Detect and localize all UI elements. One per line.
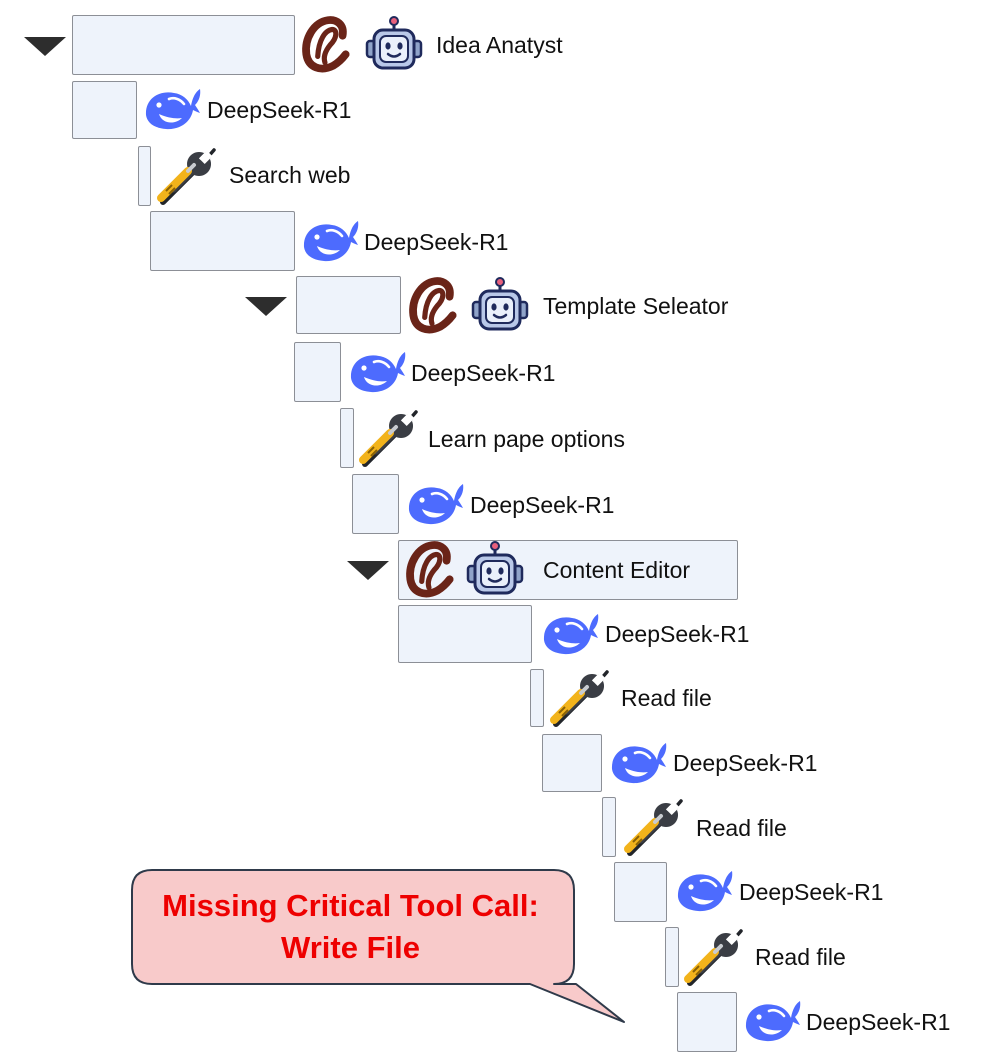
tool-label-read-file: Read file	[621, 685, 712, 711]
whale-icon	[540, 609, 600, 659]
agent-label-content-editor: Content Editor	[543, 557, 691, 583]
tool-label-search-web: Search web	[229, 162, 351, 188]
wrench-screwdriver-icon	[684, 927, 744, 987]
tool-label-learn-page-options: Learn pape options	[428, 426, 625, 452]
span-bar	[542, 734, 602, 792]
llm-label: DeepSeek-R1	[364, 229, 509, 255]
span-bar	[352, 474, 399, 534]
wrench-screwdriver-icon	[157, 146, 217, 206]
robot-icon	[465, 540, 525, 600]
robot-icon	[470, 276, 530, 336]
wrench-screwdriver-icon	[359, 408, 419, 468]
llm-label: DeepSeek-R1	[605, 621, 750, 647]
span-bar	[296, 276, 401, 334]
span-bar	[530, 669, 544, 727]
llm-label: DeepSeek-R1	[673, 750, 818, 776]
whale-icon	[608, 738, 668, 788]
whale-icon	[742, 996, 802, 1046]
span-bar	[340, 408, 354, 468]
tool-label-read-file: Read file	[696, 815, 787, 841]
whale-icon	[405, 479, 465, 529]
c-logo-icon	[407, 276, 459, 336]
wrench-screwdriver-icon	[550, 668, 610, 728]
llm-label: DeepSeek-R1	[207, 97, 352, 123]
span-bar	[665, 927, 679, 987]
span-bar-selected[interactable]	[398, 540, 738, 600]
span-bar	[677, 992, 737, 1052]
span-bar	[614, 862, 667, 922]
wrench-screwdriver-icon	[624, 797, 684, 857]
whale-icon	[300, 216, 360, 266]
collapse-triangle-icon[interactable]	[347, 561, 389, 580]
c-logo-icon	[300, 15, 352, 75]
llm-label: DeepSeek-R1	[739, 879, 884, 905]
collapse-triangle-icon[interactable]	[245, 297, 287, 316]
whale-icon	[347, 347, 407, 397]
tool-label-read-file: Read file	[755, 944, 846, 970]
c-logo-icon	[404, 540, 456, 600]
span-bar	[294, 342, 341, 402]
span-bar	[72, 15, 295, 75]
callout-text: Missing Critical Tool Call: Write File	[132, 885, 569, 969]
collapse-triangle-icon[interactable]	[24, 37, 66, 56]
span-bar	[138, 146, 151, 206]
span-bar	[398, 605, 532, 663]
robot-icon	[364, 15, 424, 75]
llm-label: DeepSeek-R1	[470, 492, 615, 518]
agent-label-idea-analyst: Idea Anatyst	[436, 32, 563, 58]
callout-line-2: Write File	[281, 930, 420, 965]
span-bar	[72, 81, 137, 139]
agent-label-template-selector: Template Seleator	[543, 293, 729, 319]
span-bar	[602, 797, 616, 857]
whale-icon	[142, 84, 202, 134]
callout-bubble	[131, 869, 625, 1023]
whale-icon	[674, 866, 734, 916]
span-bar	[150, 211, 295, 271]
llm-label: DeepSeek-R1	[806, 1009, 951, 1035]
llm-label: DeepSeek-R1	[411, 360, 556, 386]
callout-line-1: Missing Critical Tool Call:	[162, 888, 539, 923]
